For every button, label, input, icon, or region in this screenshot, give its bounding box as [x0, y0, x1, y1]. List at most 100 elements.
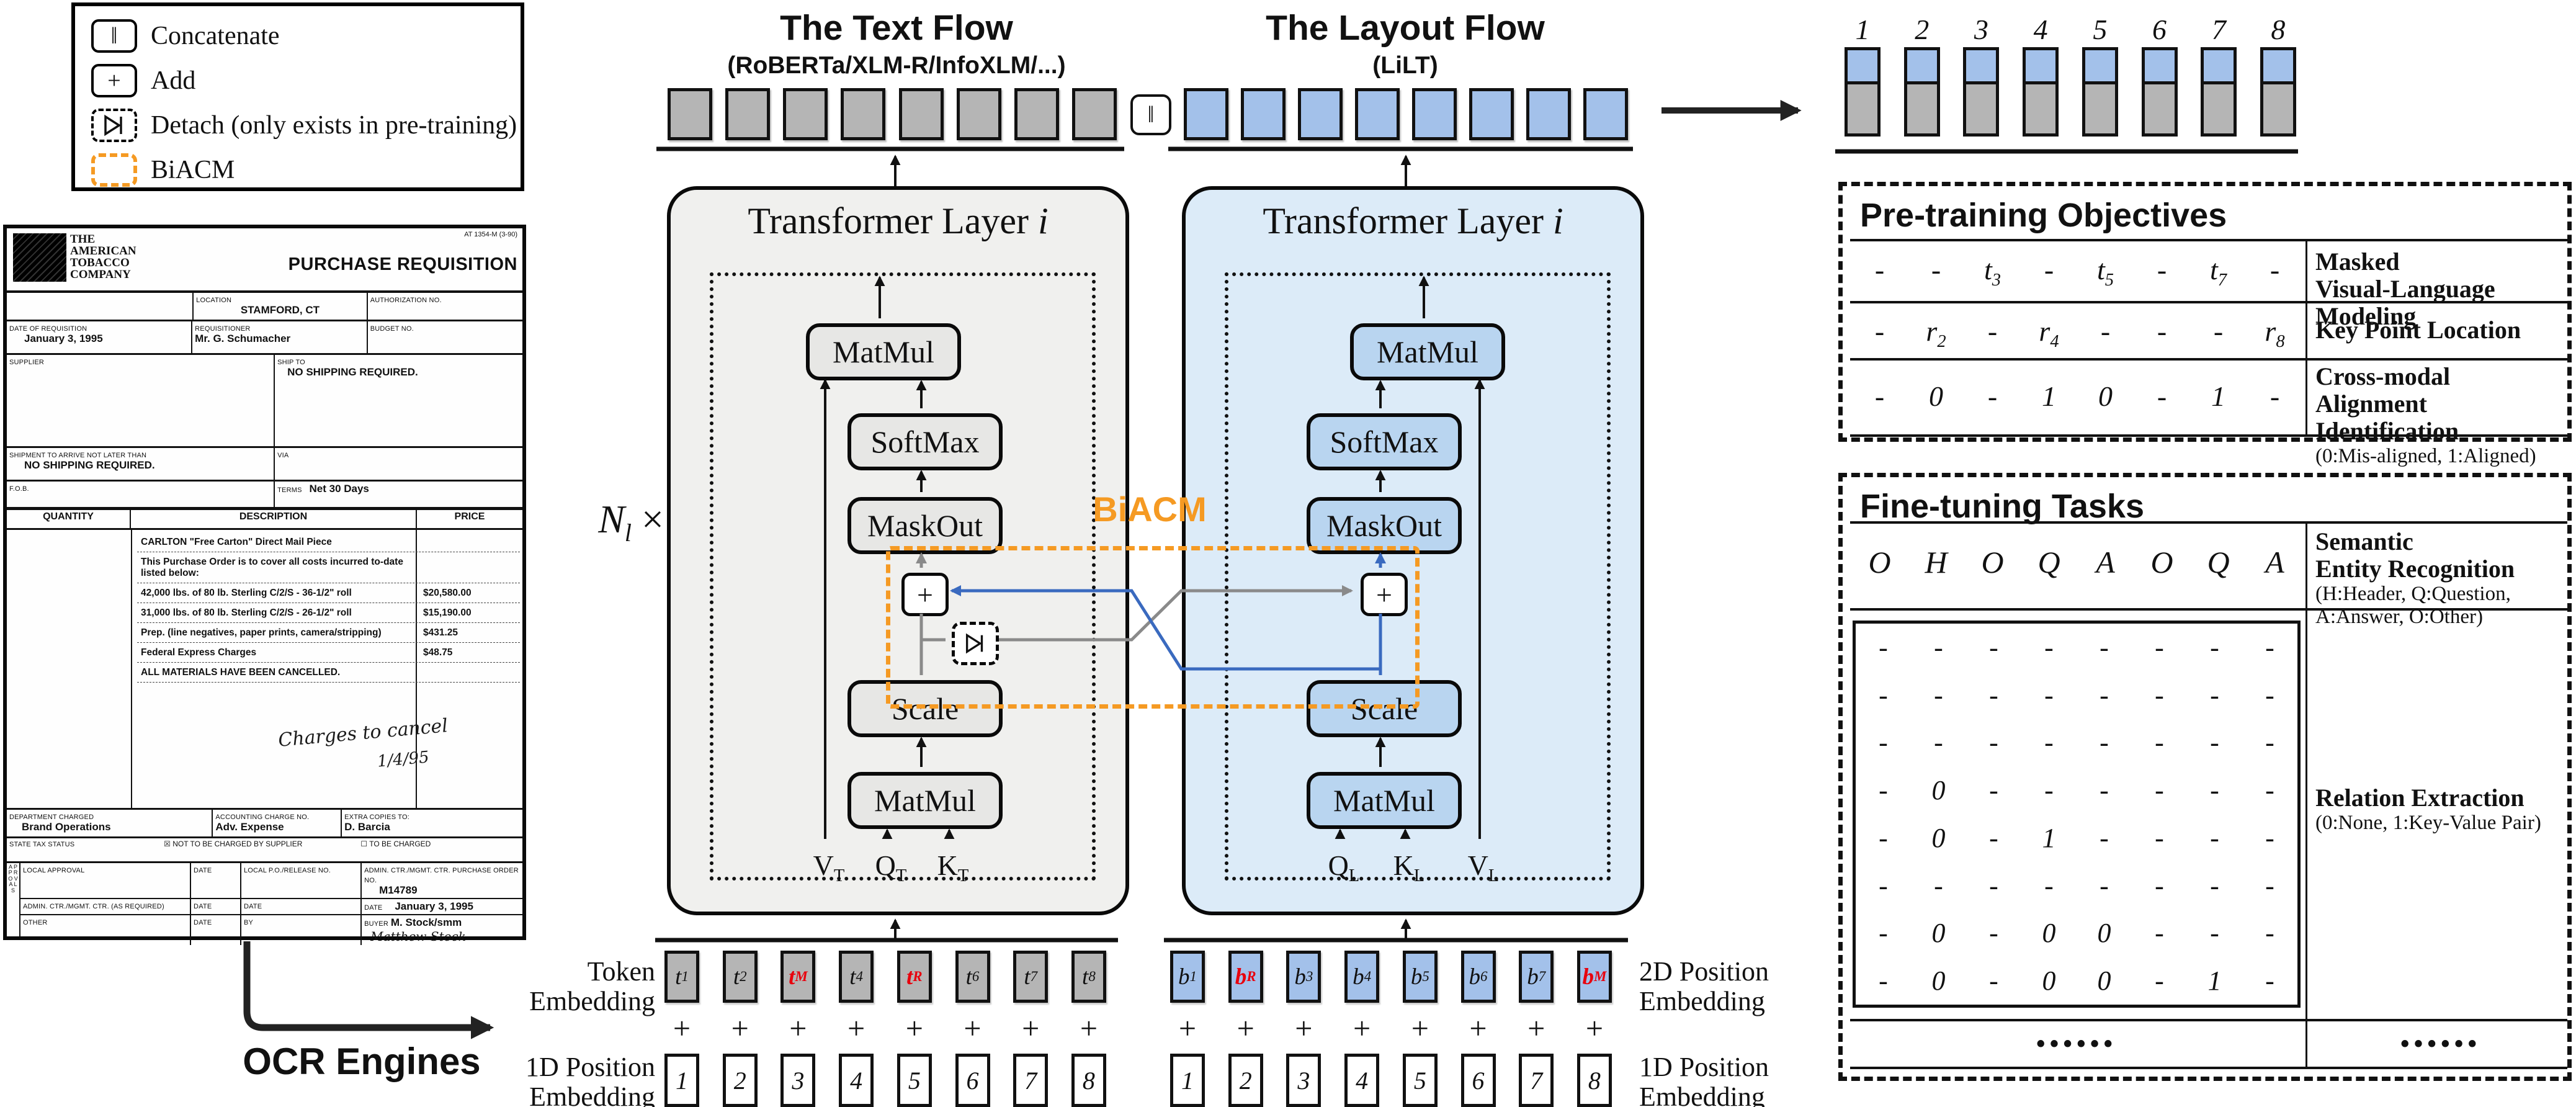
text-matmul-bottom: MatMul: [847, 772, 1003, 829]
table-row: 31,000 lbs. of 80 lb. Sterling C/2/S - 2…: [137, 603, 520, 623]
value-cell: -: [2270, 254, 2280, 285]
output-token-index: 7: [2211, 13, 2226, 45]
matrix-cell: -: [1934, 870, 1943, 901]
value-cell: -: [1874, 254, 1885, 285]
field-value: Brand Operations: [22, 821, 111, 833]
matrix-cell: -: [2210, 775, 2219, 806]
matrix-cell: 0: [1931, 918, 1946, 949]
position-embedding-cell: 2: [722, 1054, 758, 1107]
matrix-cell: -: [2044, 775, 2054, 806]
output-token-index: 6: [2152, 13, 2167, 45]
buyer-signature: Matthew Stock: [370, 929, 466, 944]
matrix-cell: -: [2265, 966, 2274, 997]
layout-flow-header: The Layout Flow (LiLT): [1188, 7, 1622, 79]
text-token-bar: [956, 88, 1001, 140]
text-flow-title: The Text Flow: [780, 8, 1013, 48]
ser-tag-cell: O: [1868, 545, 1891, 580]
item-description: This Purchase Order is to cover all cost…: [141, 557, 403, 578]
matrix-cell: 1: [2042, 822, 2056, 853]
position-embedding-cell: 1: [664, 1054, 699, 1107]
document-title: PURCHASE REQUISITION: [288, 254, 517, 274]
field-label: BUYER: [364, 920, 388, 928]
legend-item-add: + Add: [91, 58, 521, 103]
ser-tag-cell: Q: [2037, 545, 2060, 580]
matrix-cell: -: [2210, 822, 2219, 853]
layout-input-v: VL: [1467, 849, 1500, 886]
value-cell: -: [1931, 254, 1941, 285]
field-value: January 3, 1995: [24, 333, 103, 344]
table-row: CARLTON "Free Carton" Direct Mail Piece: [137, 532, 520, 552]
line-items: CARLTON "Free Carton" Direct Mail Piece …: [137, 532, 520, 683]
value-cell: 1: [2042, 380, 2056, 412]
field-value: Net 30 Days: [309, 483, 369, 495]
matrix-cell: -: [2100, 822, 2109, 853]
scanned-document: THE AMERICAN TOBACCO COMPANY AT 1354-M (…: [3, 225, 526, 945]
ocr-arrow: [243, 941, 494, 1039]
output-token-index: 2: [1915, 13, 1930, 45]
value-cell: -: [2157, 315, 2167, 347]
item-description: Federal Express Charges: [141, 647, 257, 658]
field-label: EXTRA COPIES TO:: [344, 813, 410, 821]
value-cell: -: [1874, 380, 1885, 412]
ellipsis-left: ••••••: [2036, 1030, 2118, 1059]
matrix-cell: -: [1879, 632, 1888, 663]
text-flow-header: The Text Flow (RoBERTa/XLM-R/InfoXLM/...…: [648, 7, 1145, 79]
matrix-cell: -: [1934, 679, 1943, 710]
matrix-cell: 0: [1931, 775, 1946, 806]
relation-matrix: -------- -------- -------- -0------ -0-1…: [1853, 621, 2301, 1008]
field-label: LOCATION: [196, 297, 232, 304]
table-row: ALL MATERIALS HAVE BEEN CANCELLED.: [137, 663, 520, 683]
add-symbol: +: [673, 1011, 691, 1046]
rule: [1850, 301, 2567, 303]
rule: [1850, 521, 2567, 524]
value-cell: -: [2157, 254, 2167, 285]
add-symbol: +: [1295, 1011, 1313, 1046]
company-name: THE AMERICAN TOBACCO COMPANY: [70, 233, 136, 281]
matrix-cell: -: [1879, 966, 1888, 997]
output-token: 4: [2023, 11, 2059, 137]
field-value: D. Barcia: [344, 821, 390, 833]
kpl-label: Key Point Location: [2315, 316, 2521, 344]
add-symbol: +: [1411, 1011, 1429, 1046]
matrix-cell: -: [2155, 870, 2164, 901]
item-description: Prep. (line negatives, paper prints, cam…: [141, 627, 382, 638]
add-symbol: +: [731, 1011, 749, 1046]
matrix-cell: -: [2044, 870, 2054, 901]
document-header: THE AMERICAN TOBACCO COMPANY AT 1354-M (…: [7, 228, 522, 293]
layout-scale: Scale: [1307, 680, 1462, 737]
cai-values: - 0 - 1 0 - 1 -: [1851, 380, 2303, 417]
matrix-cell: -: [1989, 966, 1998, 997]
field-label: LOCAL APPROVAL: [23, 867, 85, 874]
ellipsis-right: ••••••: [2400, 1030, 2482, 1059]
output-text-part: [1963, 84, 2000, 137]
item-description: 31,000 lbs. of 80 lb. Sterling C/2/S - 2…: [141, 607, 352, 618]
buyer-name: M. Stock/smm: [390, 917, 462, 928]
matrix-cell: -: [2100, 775, 2109, 806]
layout-token-bar: [1298, 88, 1343, 140]
matrix-cell: -: [1879, 918, 1888, 949]
matrix-cell: -: [2155, 822, 2164, 853]
layout-token-bar: [1583, 88, 1628, 140]
pretraining-panel: Pre-training Objectives - - t3 - t5 - t7…: [1838, 182, 2572, 467]
field-label: DATE: [194, 903, 212, 910]
matrix-cell: -: [2265, 822, 2274, 853]
legend-item-label: Detach (only exists in pre-training): [151, 111, 517, 140]
matrix-row: --------: [1856, 870, 2297, 902]
field-value: Mr. G. Schumacher: [195, 333, 291, 344]
rule: [1850, 608, 2567, 611]
output-layout-part: [1963, 47, 2000, 84]
matrix-cell: 0: [1931, 822, 1946, 853]
rule: [1850, 239, 2567, 241]
